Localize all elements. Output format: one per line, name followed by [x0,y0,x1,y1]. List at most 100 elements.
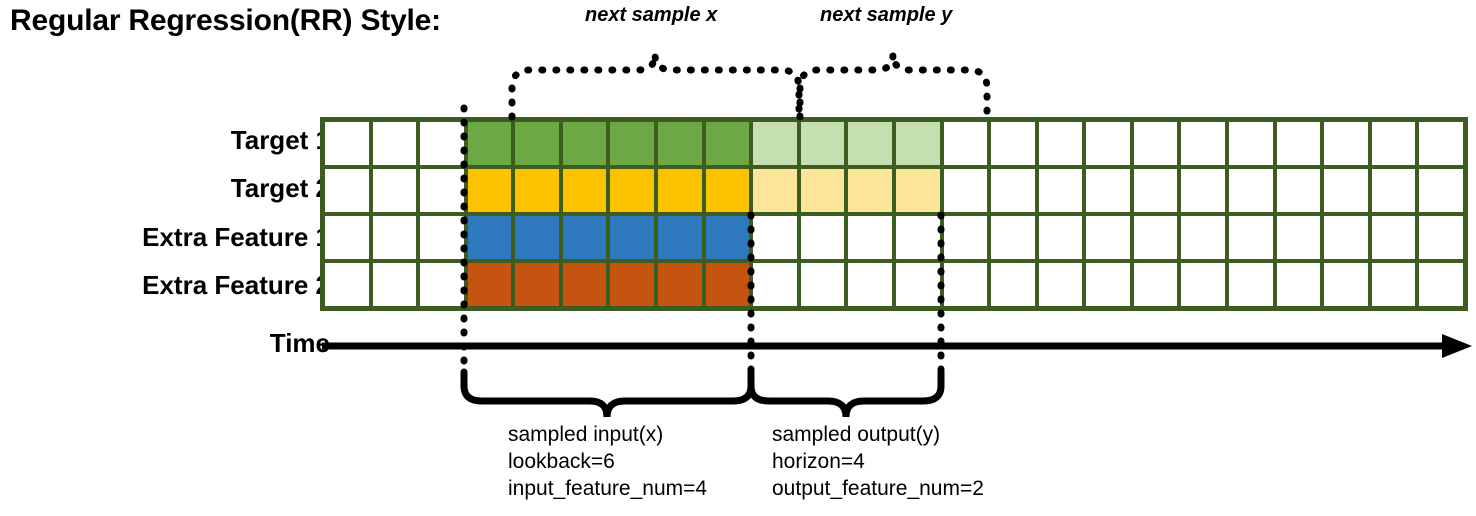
grid-cell-r0-c19 [1228,122,1273,165]
grid-cell-r1-c1 [372,169,417,212]
grid-cell-r1-c13 [943,169,988,212]
grid-cell-r0-c17 [1133,122,1178,165]
grid-cell-r2-c12 [895,216,940,259]
grid-cell-r0-c1 [372,122,417,165]
row-label-extra-feature-1: Extra Feature 1 [142,222,330,252]
grid-cell-r1-c9 [753,169,797,212]
grid-cell-r2-c6 [610,216,655,259]
grid-cell-r3-c21 [1324,263,1368,306]
grid-cell-r3-c0 [325,263,369,306]
grid-cell-r2-c7 [658,216,702,259]
grid-cell-r1-c19 [1228,169,1273,212]
sampled-input-bracket [460,368,755,418]
grid-cell-r3-c4 [515,263,559,306]
grid-cell-r0-c4 [515,122,559,165]
grid-cell-r3-c1 [372,263,417,306]
grid-cell-r3-c8 [705,263,750,306]
grid-row [325,169,1463,212]
grid-cell-r1-c17 [1133,169,1178,212]
grid-row [325,122,1463,165]
grid-cell-r1-c22 [1371,169,1416,212]
grid-cell-r0-c20 [1276,122,1321,165]
grid-cell-r2-c4 [515,216,559,259]
grid-cell-r2-c3 [467,216,512,259]
grid-cell-r3-c18 [1181,263,1225,306]
grid-cell-r3-c3 [467,263,512,306]
sampled-output-bracket [747,368,945,418]
grid-cell-r1-c18 [1181,169,1225,212]
grid-cell-r0-c21 [1324,122,1368,165]
grid-cell-r0-c10 [800,122,845,165]
grid-cell-r1-c7 [658,169,702,212]
grid-row [325,216,1463,259]
grid-cell-r2-c9 [753,216,797,259]
grid-cell-r0-c11 [848,122,892,165]
grid-cell-r3-c15 [1038,263,1083,306]
grid-cell-r0-c3 [467,122,512,165]
time-axis-label: Time [269,328,330,358]
grid-cell-r1-c0 [325,169,369,212]
grid-cell-r0-c15 [1038,122,1083,165]
grid-cell-r1-c15 [1038,169,1083,212]
grid-cell-r0-c16 [1086,122,1130,165]
grid-cell-r1-c21 [1324,169,1368,212]
grid-cell-r3-c13 [943,263,988,306]
sampled-output-caption: sampled output(y) horizon=4 output_featu… [772,423,984,500]
grid-cell-r3-c17 [1133,263,1178,306]
grid-cell-r1-c12 [895,169,940,212]
grid-cell-r3-c9 [753,263,797,306]
next-sample-x-bracket [508,53,803,121]
grid-cell-r2-c10 [800,216,845,259]
grid-cell-r1-c5 [562,169,607,212]
row-label-target-1: Target 1 [230,125,330,155]
grid-cell-r1-c16 [1086,169,1130,212]
grid-cell-r0-c13 [943,122,988,165]
grid-cell-r1-c20 [1276,169,1321,212]
grid-cell-r1-c3 [467,169,512,212]
grid-cell-r1-c14 [991,169,1035,212]
row-label-extra-feature-2: Extra Feature 2 [142,270,330,300]
grid-cell-r3-c19 [1228,263,1273,306]
grid-cell-r0-c12 [895,122,940,165]
grid-cell-r3-c10 [800,263,845,306]
time-axis-arrow [322,334,1472,358]
grid-cell-r0-c7 [658,122,702,165]
grid-cell-r3-c22 [1371,263,1416,306]
grid-cell-r2-c8 [705,216,750,259]
grid-cell-r2-c11 [848,216,892,259]
grid-cell-r3-c11 [848,263,892,306]
grid-cell-r2-c18 [1181,216,1225,259]
next-sample-y-label: next sample y [820,4,953,26]
grid-cell-r2-c16 [1086,216,1130,259]
grid-cell-r2-c14 [991,216,1035,259]
grid-cell-r2-c22 [1371,216,1416,259]
grid-cell-r2-c2 [420,216,464,259]
grid-cell-r3-c23 [1419,263,1463,306]
grid-cell-r0-c22 [1371,122,1416,165]
grid-cell-r2-c23 [1419,216,1463,259]
grid-cell-r1-c10 [800,169,845,212]
grid-cell-r3-c2 [420,263,464,306]
grid-cell-r1-c23 [1419,169,1463,212]
grid-cell-r2-c13 [943,216,988,259]
grid-cell-r3-c7 [658,263,702,306]
page-title: Regular Regression(RR) Style: [10,4,441,37]
grid-cell-r0-c23 [1419,122,1463,165]
grid-cell-r0-c6 [610,122,655,165]
row-label-target-2: Target 2 [230,173,330,203]
next-sample-y-bracket [796,53,991,121]
grid-cell-r3-c14 [991,263,1035,306]
grid-cell-r2-c21 [1324,216,1368,259]
grid-cell-r0-c0 [325,122,369,165]
grid-cell-r2-c5 [562,216,607,259]
grid-cell-r0-c8 [705,122,750,165]
grid-cell-r0-c5 [562,122,607,165]
grid-cell-r2-c15 [1038,216,1083,259]
grid-cell-r3-c12 [895,263,940,306]
grid-cell-r1-c11 [848,169,892,212]
grid-cell-r1-c6 [610,169,655,212]
grid-cell-r0-c14 [991,122,1035,165]
grid-cell-r2-c0 [325,216,369,259]
timeseries-grid [320,117,1468,311]
grid-cell-r3-c20 [1276,263,1321,306]
